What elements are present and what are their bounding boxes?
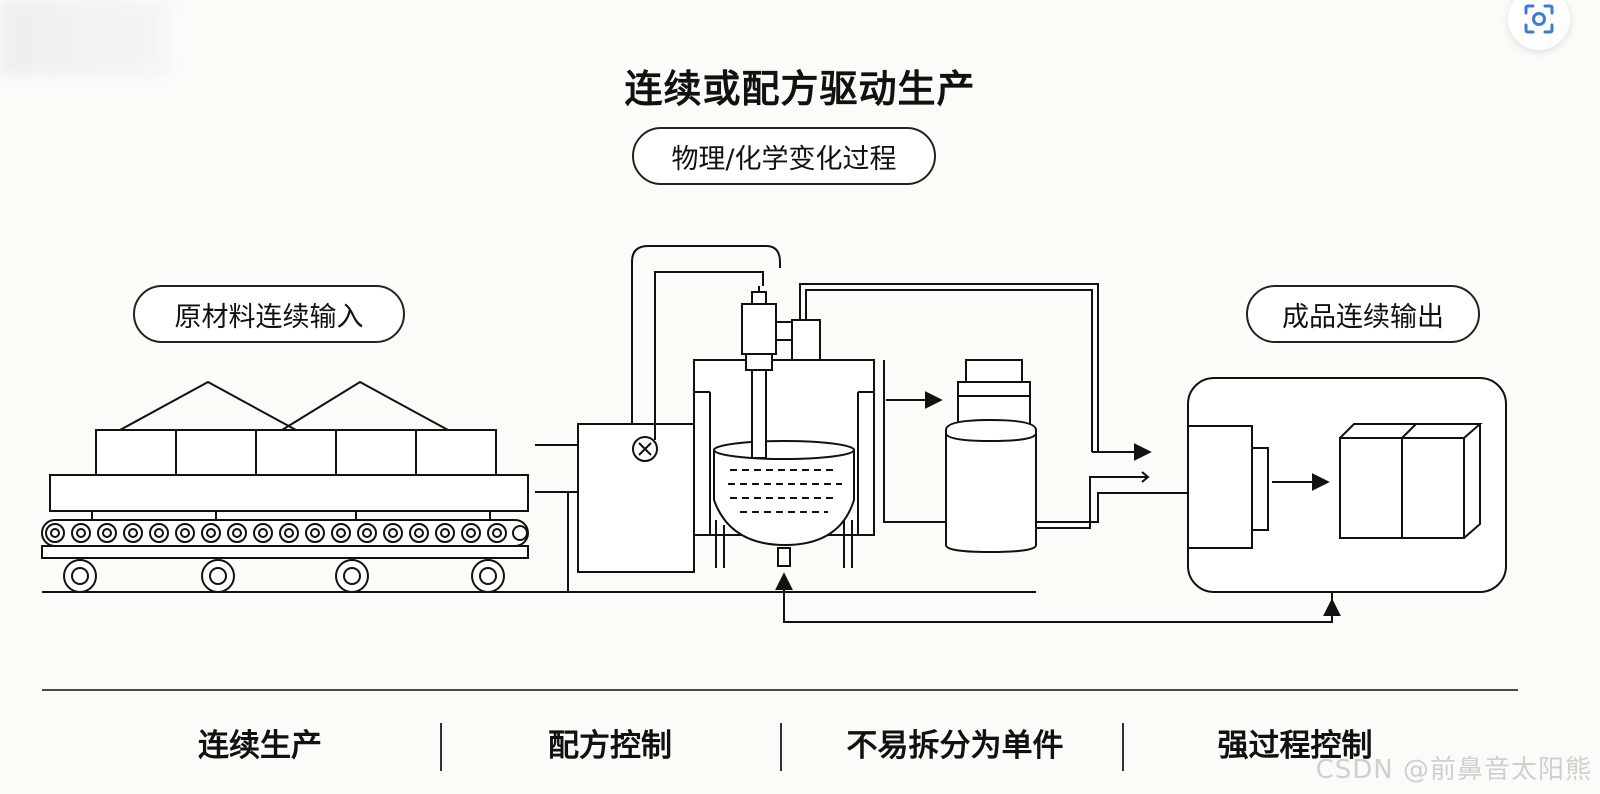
reactor-unit bbox=[577, 245, 1099, 573]
feature-separator bbox=[1122, 723, 1124, 771]
conveyor-belt bbox=[41, 474, 529, 593]
raw-material-piles bbox=[95, 380, 497, 476]
feature-strong-process-control: 强过程控制 bbox=[1217, 728, 1373, 764]
feature-not-split-units: 不易拆分为单件 bbox=[846, 728, 1064, 764]
process-label: 物理/化学变化过程 bbox=[632, 127, 936, 185]
feature-continuous-production: 连续生产 bbox=[198, 728, 322, 764]
blurred-logo bbox=[0, 0, 170, 76]
feature-recipe-control: 配方控制 bbox=[548, 728, 672, 764]
scan-icon bbox=[1524, 4, 1554, 34]
diagram-title: 连续或配方驱动生产 bbox=[624, 67, 976, 111]
output-label: 成品连续输出 bbox=[1246, 285, 1480, 343]
packaging-station bbox=[1187, 377, 1507, 593]
storage-tank bbox=[945, 359, 1037, 554]
image-scan-button[interactable] bbox=[1508, 0, 1570, 50]
watermark: CSDN @前鼻音太阳熊 bbox=[1315, 755, 1592, 785]
feature-separator bbox=[440, 723, 442, 771]
feature-separator bbox=[780, 723, 782, 771]
input-label: 原材料连续输入 bbox=[133, 285, 405, 343]
